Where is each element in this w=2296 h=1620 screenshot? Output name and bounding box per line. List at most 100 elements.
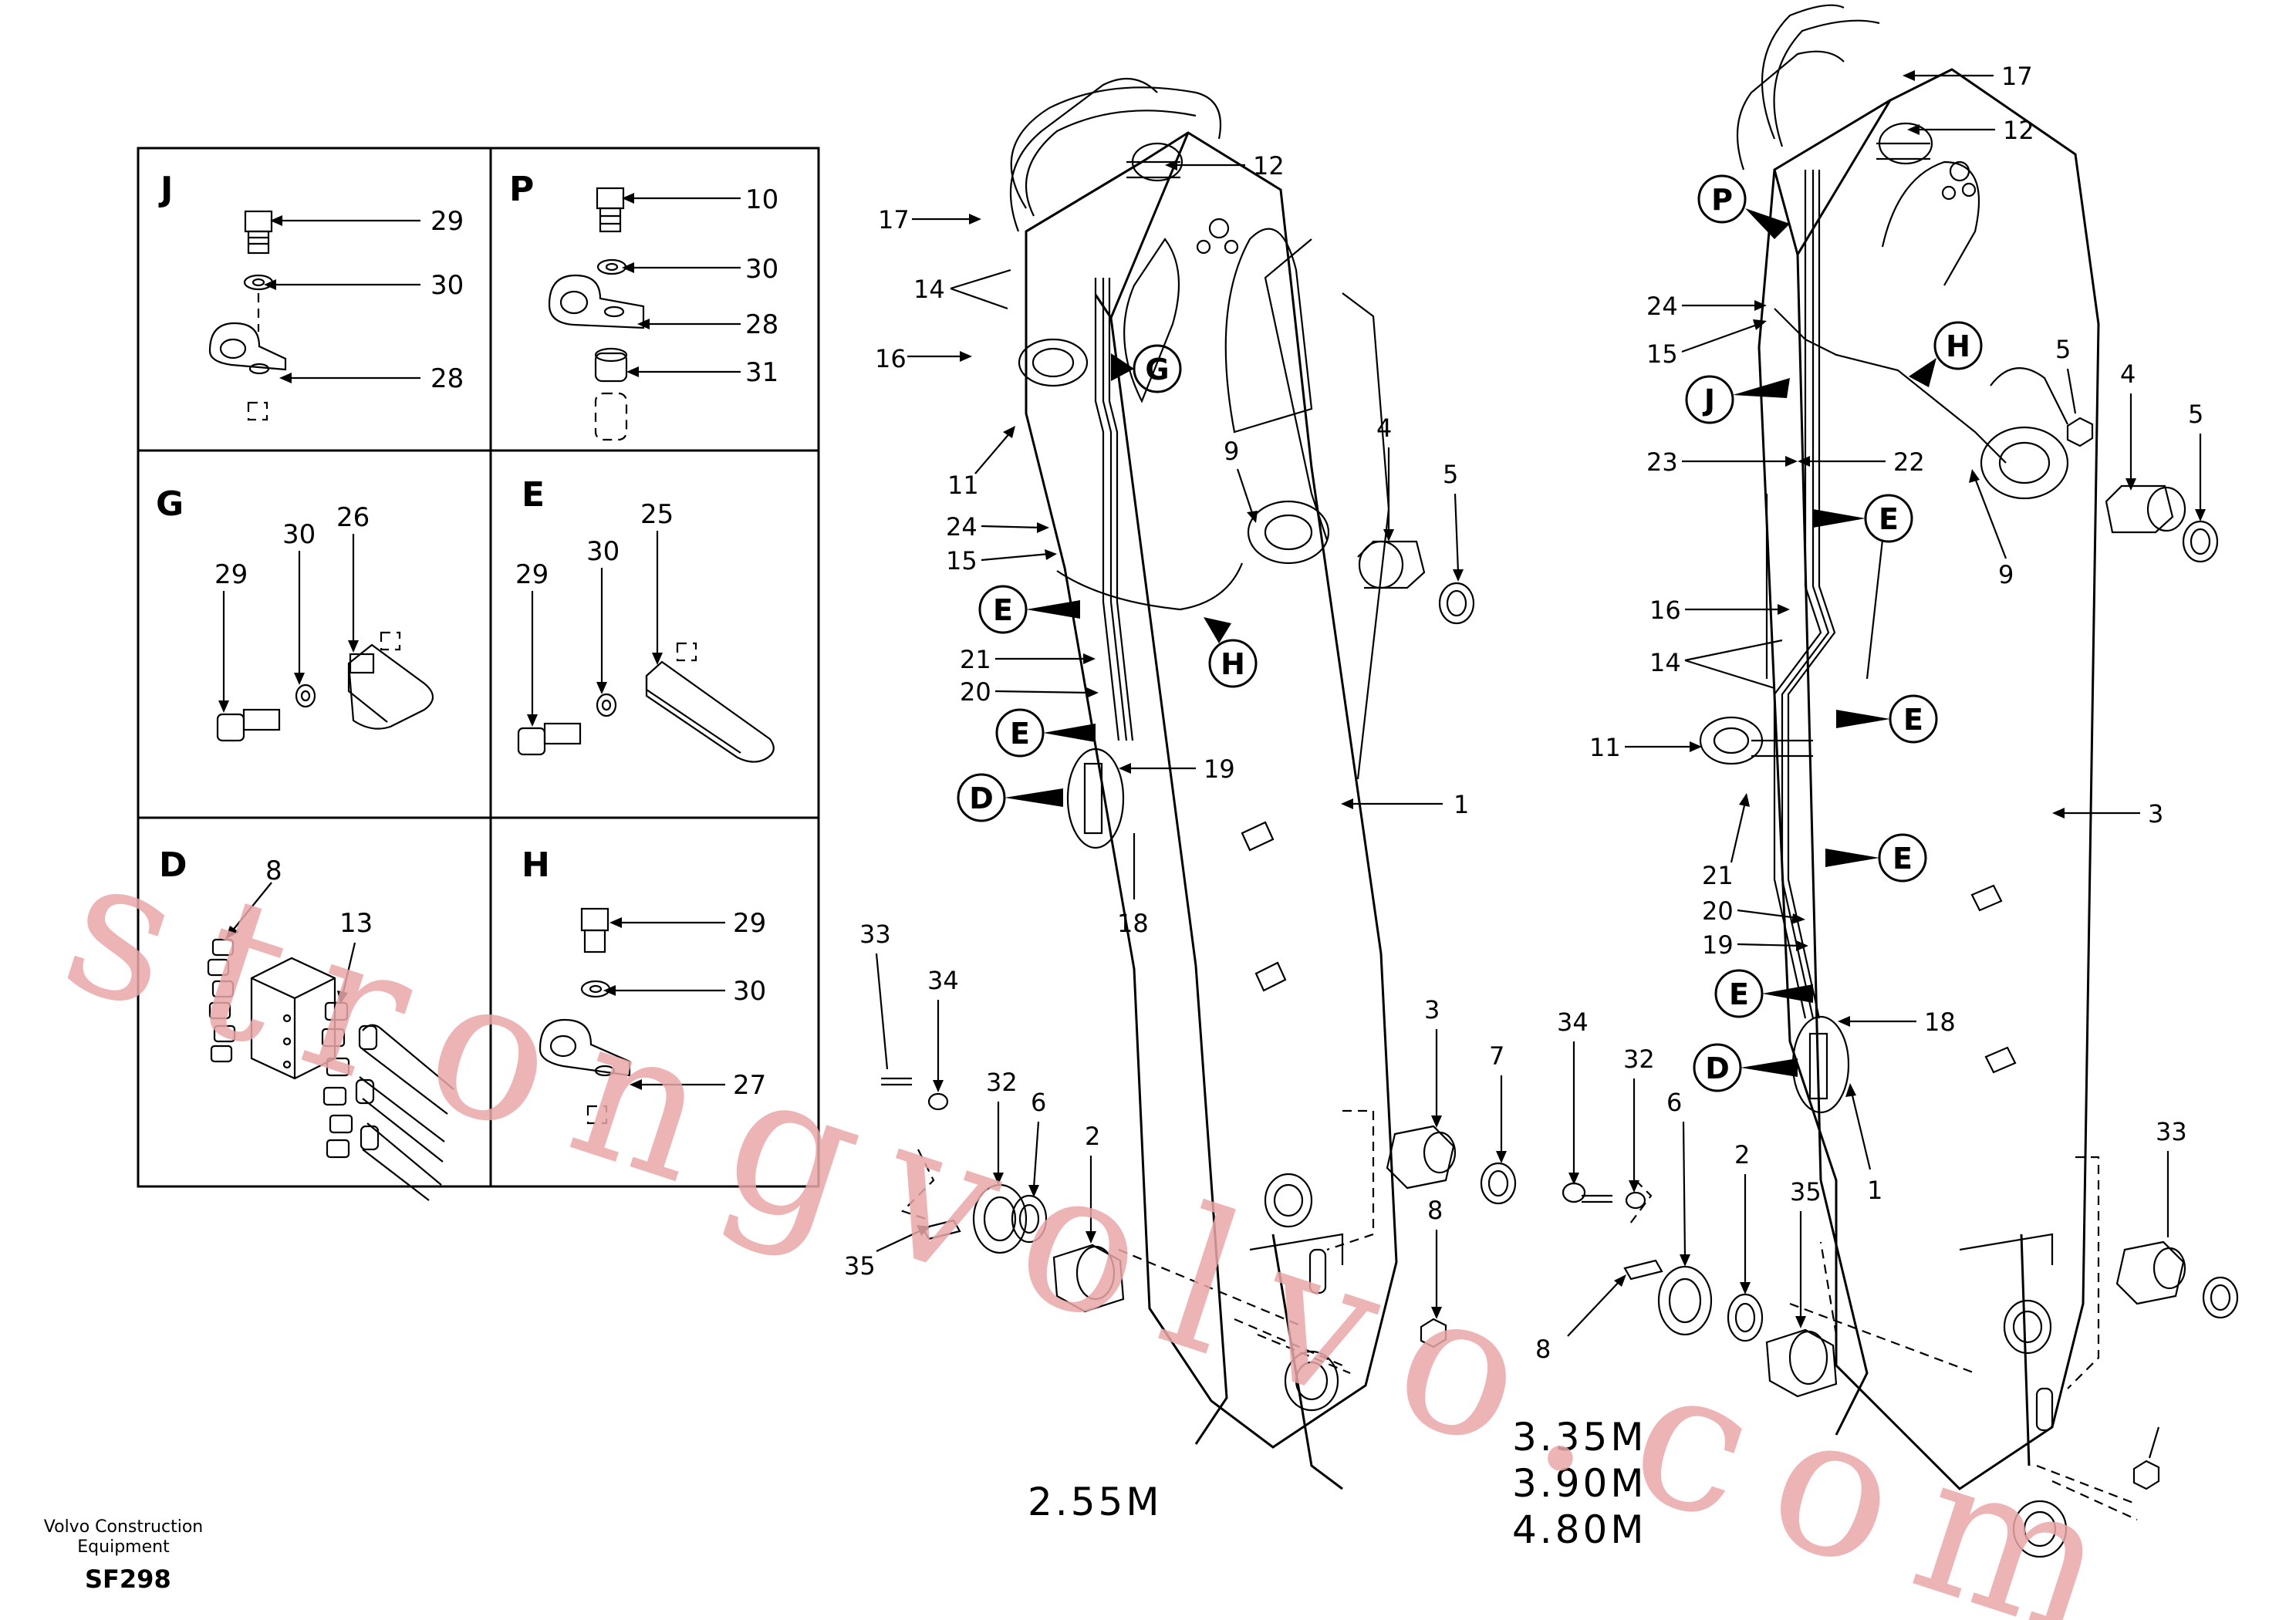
svg-text:16: 16 [875,344,907,373]
svg-text:5: 5 [2055,335,2071,364]
svg-text:10: 10 [745,184,778,215]
svg-text:21: 21 [1702,861,1734,890]
svg-text:E: E [1879,502,1899,536]
svg-text:24: 24 [946,512,977,542]
svg-text:J: J [1702,383,1715,417]
panel-letter: J [158,170,173,209]
svg-text:27: 27 [733,1070,766,1101]
svg-text:11: 11 [947,471,979,500]
svg-text:26: 26 [336,502,370,533]
svg-text:19: 19 [1204,754,1235,784]
right-arm-callouts: P H J E E E E D [1685,174,1983,1092]
detail-panel-e: E 29 30 25 [515,475,775,763]
svg-text:30: 30 [282,519,316,550]
svg-text:5: 5 [1443,460,1458,489]
svg-text:H: H [1946,329,1970,363]
svg-text:29: 29 [515,559,549,590]
svg-text:29: 29 [733,908,766,939]
svg-text:29: 29 [430,206,464,237]
svg-text:32: 32 [986,1068,1018,1097]
svg-text:35: 35 [844,1251,876,1281]
svg-text:8: 8 [1427,1196,1443,1225]
left-arm-length: 2.55M [1028,1480,1162,1524]
detail-panel-grid [137,147,820,1188]
right-arm-labels: 17 12 24 15 23 22 9 5 4 5 16 14 11 21 20… [1535,62,2206,1459]
svg-text:34: 34 [1557,1007,1589,1037]
svg-text:31: 31 [745,357,778,388]
svg-text:8: 8 [265,856,282,886]
svg-text:22: 22 [1893,447,1925,477]
detail-panel-j: J 29 30 28 [158,170,464,421]
detail-panel-p: P 10 30 28 31 [509,170,778,441]
svg-text:2: 2 [1734,1140,1750,1169]
panel-letter: D [159,845,187,885]
panel-letter: P [509,170,534,209]
svg-text:6: 6 [1031,1088,1046,1117]
svg-text:14: 14 [1649,648,1681,677]
svg-text:19: 19 [1702,930,1734,960]
svg-text:35: 35 [1790,1177,1822,1207]
svg-text:17: 17 [878,205,910,235]
svg-text:11: 11 [1589,733,1621,762]
svg-text:E: E [993,593,1013,627]
svg-text:4: 4 [1376,413,1392,443]
svg-text:15: 15 [946,546,977,575]
svg-text:1: 1 [1454,790,1469,819]
svg-text:34: 34 [927,966,959,995]
svg-text:D: D [969,781,994,815]
drawing-code: SF298 [85,1564,171,1594]
svg-text:30: 30 [430,270,464,301]
svg-text:7: 7 [1489,1041,1504,1071]
right-arm-length-3: 4.80M [1512,1507,1646,1552]
svg-text:5: 5 [2188,400,2203,429]
svg-text:17: 17 [2001,62,2033,91]
svg-text:24: 24 [1646,292,1678,321]
left-arm-labels: 12 17 14 16 11 24 15 21 20 19 18 9 4 5 1… [844,151,1507,1319]
svg-text:33: 33 [859,920,891,949]
variant-length-labels: 2.55M 3.35M 3.90M 4.80M [1028,1415,1646,1552]
svg-text:29: 29 [214,559,248,590]
svg-text:8: 8 [1535,1335,1551,1364]
svg-text:D: D [1705,1051,1730,1085]
svg-text:25: 25 [640,499,674,530]
svg-text:E: E [1893,842,1913,876]
svg-text:30: 30 [745,254,778,285]
company-line-1: Volvo Construction [44,1517,203,1537]
right-arm-length-1: 3.35M [1512,1415,1646,1460]
right-arm-length-2: 3.90M [1512,1461,1646,1506]
svg-text:16: 16 [1649,596,1681,625]
detail-panel-d: D 8 13 [159,845,454,1201]
svg-text:9: 9 [1998,560,2014,589]
svg-text:12: 12 [2003,116,2034,145]
left-arm-loose-parts [881,540,1517,1348]
svg-text:30: 30 [586,536,620,567]
svg-text:12: 12 [1253,151,1285,181]
left-arm-callouts: G H E E D [957,344,1258,822]
svg-text:30: 30 [733,976,766,1007]
svg-text:28: 28 [745,309,778,340]
panel-letter: H [522,845,550,885]
svg-text:6: 6 [1666,1088,1682,1117]
svg-text:20: 20 [960,677,991,707]
svg-text:14: 14 [913,275,945,304]
detail-panel-g: G 29 30 26 [156,484,434,742]
svg-text:32: 32 [1623,1045,1655,1074]
svg-text:E: E [1903,703,1923,737]
svg-text:1: 1 [1867,1176,1882,1205]
svg-text:18: 18 [1117,909,1149,938]
svg-text:15: 15 [1646,339,1678,369]
svg-text:E: E [1729,977,1749,1011]
svg-text:13: 13 [339,908,373,939]
svg-text:3: 3 [1424,995,1440,1024]
svg-text:23: 23 [1646,447,1678,477]
svg-text:G: G [1145,353,1169,386]
left-arm-assembly [900,77,1398,1490]
svg-text:P: P [1711,183,1733,217]
svg-text:4: 4 [2120,359,2136,389]
svg-text:E: E [1010,717,1030,751]
svg-text:28: 28 [430,363,464,394]
svg-text:H: H [1221,647,1245,681]
svg-text:33: 33 [2156,1117,2187,1146]
detail-panel-h: H 29 30 27 [522,845,766,1125]
